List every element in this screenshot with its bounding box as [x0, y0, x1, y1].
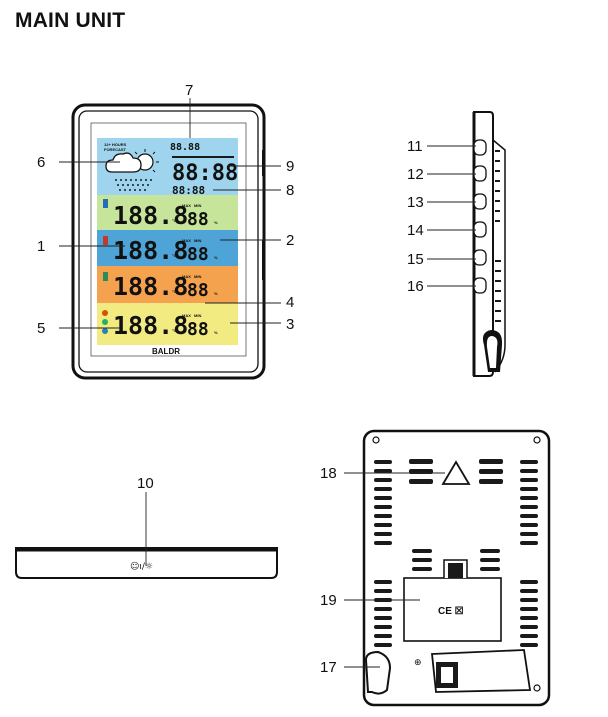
- callout-11: 11: [407, 138, 423, 155]
- comfort-face-icon: [102, 310, 108, 316]
- callout-16: 16: [407, 278, 424, 295]
- percent-unit: %: [214, 255, 218, 260]
- side-button-15[interactable]: [473, 249, 487, 266]
- callout-numbers: 1 2 3 4 5 6 7 8 9 10 11 12 13 14 15 16 1…: [37, 82, 424, 676]
- bottom-view: ☺ı/☼: [15, 547, 278, 579]
- page-title: MAIN UNIT: [15, 9, 126, 32]
- side-button-14[interactable]: [473, 221, 487, 238]
- callout-10: 10: [137, 475, 154, 492]
- forecast-caption-2: FORECAST: [104, 147, 127, 152]
- callout-5: 5: [37, 320, 45, 337]
- reading-row-channel: 188.8 MAX MIN 88 °C %: [103, 272, 218, 301]
- min-label: MIN: [194, 238, 201, 243]
- celsius-unit: °C: [172, 328, 177, 333]
- callout-8: 8: [286, 182, 294, 199]
- lcd-divider: [172, 156, 234, 158]
- front-frame-tab: [262, 150, 265, 176]
- house-icon: [103, 236, 108, 245]
- callout-3: 3: [286, 316, 294, 333]
- callout-9: 9: [286, 158, 294, 175]
- bottom-icon-label: ☺ı/☼: [130, 561, 153, 572]
- callout-19: 19: [320, 592, 337, 609]
- callout-13: 13: [407, 194, 424, 211]
- min-label: MIN: [194, 274, 201, 279]
- ce-weee-marks: CE ☒: [438, 606, 464, 617]
- callout-4: 4: [286, 294, 294, 311]
- percent-unit: %: [214, 330, 218, 335]
- celsius-unit: °C: [172, 289, 177, 294]
- percent-unit: %: [214, 220, 218, 225]
- outdoor-temperature: 188.8: [113, 201, 188, 230]
- screw-hole: [533, 436, 541, 444]
- callout-12: 12: [407, 166, 424, 183]
- comfort-face-icon: [102, 328, 108, 334]
- celsius-unit: °C: [172, 218, 177, 223]
- front-frame-tab: [262, 240, 265, 280]
- lcd-zone-outdoor: [97, 195, 238, 230]
- weather-forecast-icon: [105, 149, 159, 191]
- callout-15: 15: [407, 251, 424, 268]
- callout-7: 7: [185, 82, 193, 99]
- reading-row-comfort: 188.8 MAX MIN 88 °C %: [102, 310, 218, 340]
- leader-lines: [59, 98, 476, 668]
- min-label: MIN: [194, 313, 201, 318]
- date-display: 88:88: [172, 184, 205, 197]
- side-button-16[interactable]: [473, 277, 487, 294]
- callout-17: 17: [320, 659, 337, 676]
- comfort-face-icon: [102, 319, 108, 325]
- side-button-11[interactable]: [473, 139, 487, 156]
- brand-logo: BALDR: [152, 347, 180, 356]
- side-button-13[interactable]: [473, 193, 487, 210]
- screw-hole: [533, 684, 541, 692]
- side-vents: [495, 150, 501, 322]
- rear-vents-middle: [412, 549, 500, 571]
- lcd-zone-comfort: [97, 303, 238, 345]
- max-label: MAX: [182, 313, 191, 318]
- time-display: 88:88: [172, 161, 238, 186]
- min-label: MIN: [194, 203, 201, 208]
- max-label: MAX: [182, 274, 191, 279]
- callout-6: 6: [37, 154, 45, 171]
- reading-row-outdoor: 188.8 MAX MIN 88 °C %: [103, 199, 218, 230]
- callout-18: 18: [320, 465, 337, 482]
- wall-mount-hole-icon: [441, 460, 471, 485]
- small-segment-display: 88.88: [170, 142, 200, 153]
- callout-1: 1: [37, 238, 45, 255]
- screw-hole: [372, 436, 380, 444]
- side-view: [472, 111, 506, 377]
- rear-vents-right: [520, 460, 538, 647]
- outdoor-humidity: 88: [187, 209, 209, 230]
- lcd-zone-indoor: [97, 230, 238, 266]
- rear-view: CE ☒ ⊕: [362, 429, 551, 707]
- max-label: MAX: [182, 238, 191, 243]
- callout-14: 14: [407, 222, 424, 239]
- max-label: MAX: [182, 203, 191, 208]
- comfort-humidity: 88: [187, 319, 209, 340]
- callout-2: 2: [286, 232, 294, 249]
- stand-icon: ⊕: [414, 658, 422, 668]
- channel-temperature: 188.8: [113, 272, 188, 301]
- stand-hinge-left: [364, 650, 392, 695]
- side-button-12[interactable]: [473, 165, 487, 182]
- percent-unit: %: [214, 291, 218, 296]
- indoor-humidity: 88: [187, 244, 209, 265]
- battery-cover[interactable]: [403, 577, 502, 642]
- reading-row-indoor: 188.8 MAX MIN 88 °C %: [103, 236, 218, 265]
- channel-humidity: 88: [187, 280, 209, 301]
- comfort-temperature: 188.8: [113, 311, 188, 340]
- celsius-unit: °C: [172, 253, 177, 258]
- sensor-icon: [103, 272, 108, 281]
- bottom-body: [15, 547, 278, 579]
- forecast-caption-1: 12+ HOURS: [104, 142, 127, 147]
- front-view: 12+ HOURS FORECAST 88.88 88:88 88:88 188…: [71, 103, 266, 380]
- indoor-temperature: 188.8: [113, 236, 188, 265]
- thermometer-icon: [103, 199, 108, 208]
- lcd-zone-channel: [97, 266, 238, 303]
